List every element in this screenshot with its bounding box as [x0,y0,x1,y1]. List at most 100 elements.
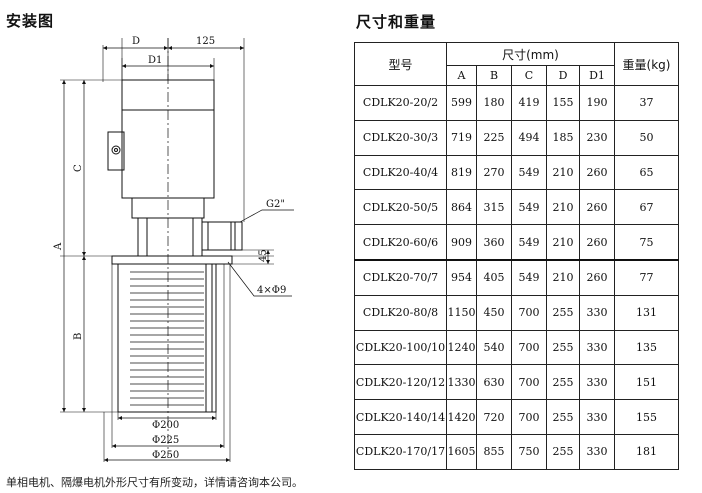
cell-b: 360 [476,224,512,261]
weight-header: 重量(kg) [614,42,679,86]
cell-d1: 330 [579,294,615,331]
cell-d1: 330 [579,433,615,470]
cell-b: 450 [476,294,512,331]
cell-model: CDLK20-40/4 [354,154,447,191]
cell-c: 494 [511,119,547,156]
cell-a: 909 [446,224,477,261]
col-header-D1: D1 [579,65,615,86]
cell-model: CDLK20-60/6 [354,224,447,261]
cell-c: 700 [511,364,547,401]
cell-b: 405 [476,258,512,296]
cell-a: 1605 [446,433,477,470]
cell-w: 155 [614,399,679,435]
cell-w: 37 [614,85,679,121]
cell-b: 225 [476,119,512,156]
cell-d: 255 [546,433,580,470]
cell-w: 50 [614,119,679,156]
col-header-C: C [511,65,547,86]
cell-d: 255 [546,294,580,331]
dim-label-A: A [53,242,64,251]
cell-d: 210 [546,189,580,226]
cell-w: 77 [614,258,679,296]
cell-d1: 330 [579,399,615,435]
cell-d1: 190 [579,85,615,121]
cell-d1: 260 [579,189,615,226]
cell-d1: 260 [579,154,615,191]
dim-label-125: 125 [196,36,215,47]
cell-d: 210 [546,224,580,261]
cell-c: 750 [511,433,547,470]
installation-drawing: D 125 D1 C A B G2" 45 4×Φ9 Φ200 Φ225 Φ25… [53,36,294,463]
model-header: 型号 [354,42,447,86]
cell-model: CDLK20-30/3 [354,119,447,156]
cell-c: 700 [511,294,547,331]
table-title: 尺寸和重量 [356,13,437,31]
size-header: 尺寸(mm) [446,42,615,66]
cell-c: 549 [511,224,547,261]
drawing-title: 安装图 [6,12,55,30]
cell-model: CDLK20-80/8 [354,294,447,331]
cell-a: 1420 [446,399,477,435]
cell-a: 719 [446,119,477,156]
cell-w: 181 [614,433,679,470]
cell-d1: 260 [579,224,615,261]
cell-d1: 330 [579,329,615,366]
cell-w: 135 [614,329,679,366]
dim-label-phi200: Φ200 [152,420,179,431]
cell-d: 155 [546,85,580,121]
cell-model: CDLK20-140/14 [354,399,447,435]
cell-b: 270 [476,154,512,191]
cell-w: 67 [614,189,679,226]
cell-c: 549 [511,189,547,226]
dim-label-phi225: Φ225 [152,435,179,446]
cell-a: 864 [446,189,477,226]
cell-w: 75 [614,224,679,261]
cell-c: 700 [511,329,547,366]
dim-label-D1: D1 [148,55,162,66]
cell-w: 131 [614,294,679,331]
cell-d1: 230 [579,119,615,156]
cell-b: 180 [476,85,512,121]
cell-b: 720 [476,399,512,435]
dim-label-45: 45 [258,249,269,262]
cell-a: 599 [446,85,477,121]
cell-c: 549 [511,258,547,296]
cell-w: 65 [614,154,679,191]
cell-d: 255 [546,329,580,366]
col-header-D: D [546,65,580,86]
col-header-B: B [476,65,512,86]
cell-d1: 260 [579,258,615,296]
cell-w: 151 [614,364,679,401]
cell-c: 419 [511,85,547,121]
cell-c: 700 [511,399,547,435]
cell-b: 540 [476,329,512,366]
outlet-pipe [201,221,243,251]
dim-label-G2: G2" [266,199,285,210]
cell-d: 255 [546,364,580,401]
dim-label-phi250: Φ250 [152,450,179,461]
cell-model: CDLK20-70/7 [354,258,447,296]
cell-model: CDLK20-170/17 [354,433,447,470]
dim-label-D: D [132,36,140,47]
cell-b: 855 [476,433,512,470]
dim-label-B: B [73,333,84,340]
terminal-box [107,131,125,171]
cell-c: 549 [511,154,547,191]
cell-b: 315 [476,189,512,226]
dim-label-holes: 4×Φ9 [257,285,286,296]
cell-a: 819 [446,154,477,191]
cell-a: 1330 [446,364,477,401]
cell-d: 185 [546,119,580,156]
cell-d1: 330 [579,364,615,401]
